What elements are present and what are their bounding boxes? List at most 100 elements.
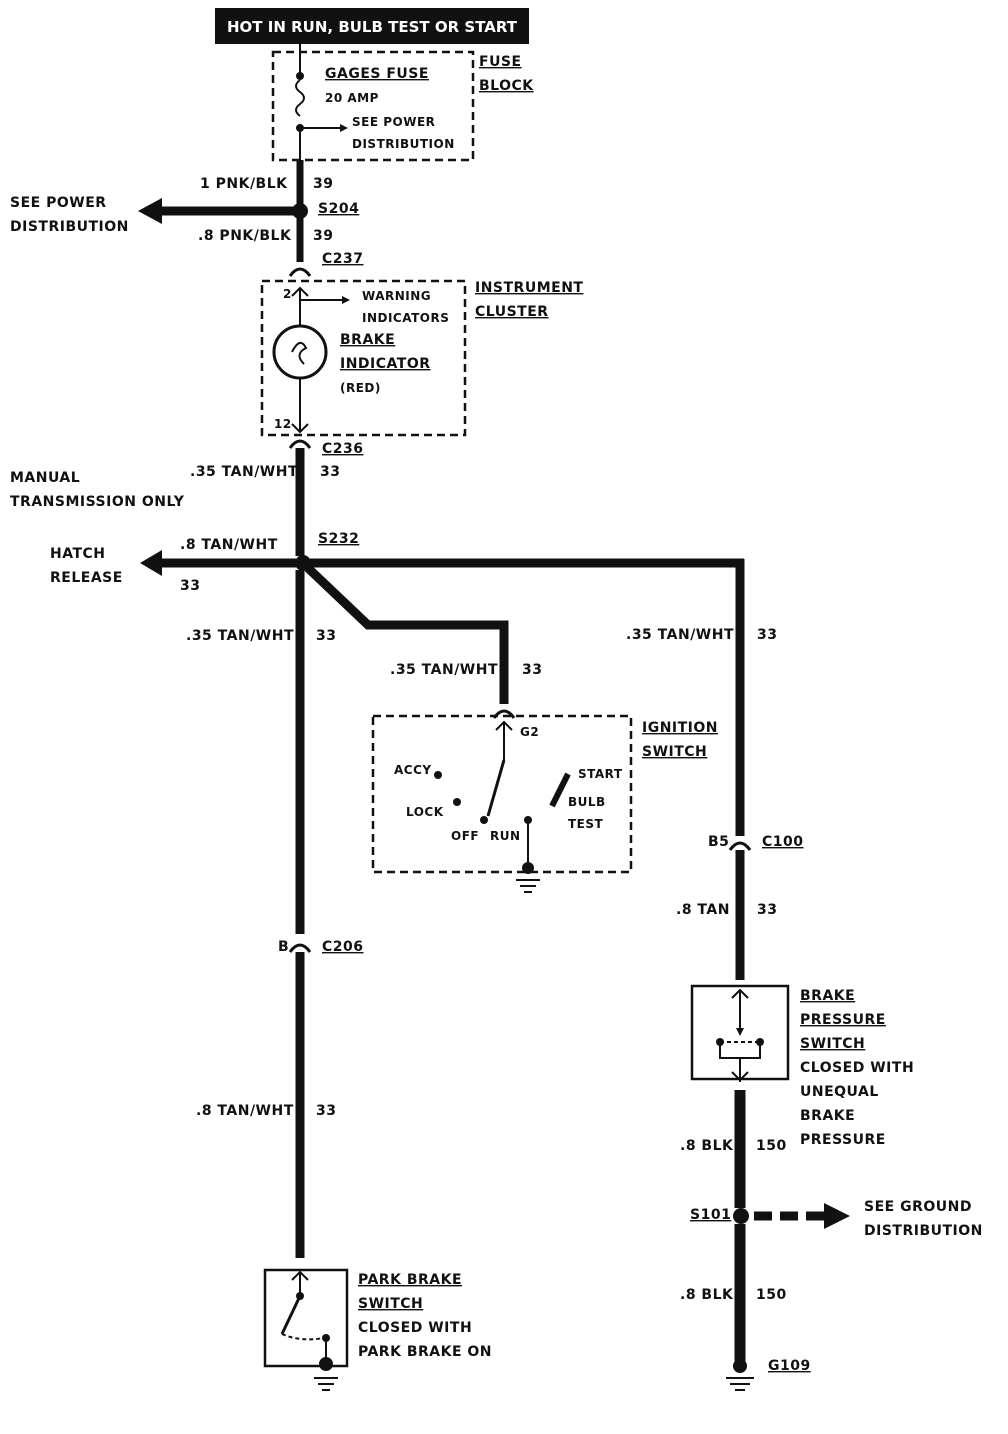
wire-blk2-size: .8 BLK — [680, 1287, 734, 1303]
park-switch-arc — [281, 1333, 325, 1341]
cluster-pin-bottom: 12 — [274, 417, 292, 431]
wire-mid-circuit: 33 — [320, 464, 340, 480]
bps-label-6: BRAKE — [800, 1108, 855, 1124]
brake-indicator-label-1: BRAKE — [340, 332, 395, 348]
hatch-wire-circuit: 33 — [180, 578, 200, 594]
ground-g109-label: G109 — [768, 1358, 811, 1374]
park-brake-label-3: CLOSED WITH — [358, 1320, 472, 1336]
position-lock: LOCK — [406, 805, 444, 819]
position-bulb: BULB — [568, 795, 606, 809]
fuse-element — [295, 79, 305, 117]
fuse-name: GAGES FUSE — [325, 66, 429, 82]
connector-c206 — [288, 943, 312, 953]
wire-top-size: 1 PNK/BLK — [200, 176, 288, 192]
wire-right-circuit: 33 — [757, 627, 777, 643]
banner-text: HOT IN RUN, BULB TEST OR START — [227, 18, 518, 36]
ground-node-g109 — [733, 1359, 747, 1373]
connector-c237-label: C237 — [322, 251, 364, 267]
splice-s204-label: S204 — [318, 201, 359, 217]
wire-blk2-circuit: 150 — [756, 1287, 787, 1303]
position-run: RUN — [490, 829, 521, 843]
instrument-cluster-box — [260, 279, 467, 437]
wire-top-circuit: 39 — [313, 176, 333, 192]
fuse-node-top — [296, 72, 304, 80]
splice-s232-label: S232 — [318, 531, 359, 547]
power-arrow — [138, 198, 162, 224]
brake-indicator-label-2: INDICATOR — [340, 356, 431, 372]
connector-c206-label: C206 — [322, 939, 364, 955]
position-test: TEST — [568, 817, 604, 831]
connector-c206-pin: B — [278, 939, 289, 955]
ignition-pin-label: G2 — [520, 725, 539, 739]
wire-upper-circuit: 39 — [313, 228, 333, 244]
connector-c236 — [288, 439, 312, 449]
instrument-cluster-label-2: CLUSTER — [475, 304, 549, 320]
see-ground-1: SEE GROUND — [864, 1199, 972, 1215]
wire-tan-circuit: 33 — [757, 902, 777, 918]
park-brake-label-2: SWITCH — [358, 1296, 423, 1312]
park-brake-label-4: PARK BRAKE ON — [358, 1344, 492, 1360]
fuse-block-label-1: FUSE — [479, 54, 522, 70]
wire-left-bottom-size: .8 TAN/WHT — [196, 1103, 294, 1119]
bps-out-arrow — [731, 1071, 749, 1082]
banner-box — [215, 8, 529, 44]
wire-right-size: .35 TAN/WHT — [626, 627, 734, 643]
park-switch-blade — [280, 1295, 302, 1335]
position-accy: ACCY — [394, 763, 432, 777]
ground-arrow — [824, 1203, 850, 1229]
bps-label-1: BRAKE — [800, 988, 855, 1004]
warning-label-2: INDICATORS — [362, 311, 449, 325]
bps-label-7: PRESSURE — [800, 1132, 886, 1148]
brake-indicator-color: (RED) — [340, 381, 381, 395]
hatch-label-2: RELEASE — [50, 570, 123, 586]
splice-s101-label: S101 — [690, 1207, 731, 1223]
wire-mid-size: .35 TAN/WHT — [190, 464, 298, 480]
position-off: OFF — [451, 829, 479, 843]
manual-note-1: MANUAL — [10, 470, 80, 486]
wire-s232-ignition — [304, 564, 509, 704]
start-contact — [549, 772, 571, 808]
contact-accy — [434, 771, 442, 779]
hatch-wire-size: .8 TAN/WHT — [180, 537, 278, 553]
contact-lock — [453, 798, 461, 806]
wire-left-lower-size: .35 TAN/WHT — [186, 628, 294, 644]
warning-tap-arrow — [342, 296, 350, 304]
warning-label-1: WARNING — [362, 289, 431, 303]
wire-tan-size: .8 TAN — [676, 902, 730, 918]
ignition-switch-label-2: SWITCH — [642, 744, 707, 760]
wire-ign-size: .35 TAN/WHT — [390, 662, 498, 678]
ignition-switch-box — [371, 714, 633, 874]
manual-note-2: TRANSMISSION ONLY — [10, 494, 185, 510]
park-brake-switch-box — [263, 1268, 349, 1368]
bps-label-5: UNEQUAL — [800, 1084, 879, 1100]
wire-left-lower-circuit: 33 — [316, 628, 336, 644]
ignition-switch-label-1: IGNITION — [642, 720, 718, 736]
fuse-see-2: DISTRIBUTION — [352, 137, 455, 151]
wire-left-bottom-circuit: 33 — [316, 1103, 336, 1119]
fuse-tap-arrow — [340, 124, 348, 132]
see-power-1: SEE POWER — [10, 195, 107, 211]
connector-c100-pin: B5 — [708, 834, 729, 850]
splice-s232 — [295, 555, 311, 571]
park-brake-label-1: PARK BRAKE — [358, 1272, 462, 1288]
wire-blk1-size: .8 BLK — [680, 1138, 734, 1154]
ignition-ground-node — [522, 862, 534, 874]
fuse-see-1: SEE POWER — [352, 115, 435, 129]
splice-s101 — [733, 1208, 749, 1224]
hatch-label-1: HATCH — [50, 546, 106, 562]
see-power-2: DISTRIBUTION — [10, 219, 129, 235]
ignition-wiper — [486, 759, 506, 817]
bulb-filament — [291, 341, 308, 365]
park-ground-node — [319, 1357, 333, 1371]
cluster-out-arrow — [291, 423, 309, 434]
bps-left-leg — [719, 1042, 740, 1059]
contact-off — [480, 816, 488, 824]
hatch-arrow — [140, 550, 162, 576]
connector-c100-label: C100 — [762, 834, 804, 850]
see-ground-2: DISTRIBUTION — [864, 1223, 983, 1239]
connector-c236-label: C236 — [322, 441, 364, 457]
position-start: START — [578, 767, 623, 781]
bps-label-4: CLOSED WITH — [800, 1060, 914, 1076]
bps-right-leg — [740, 1042, 761, 1059]
